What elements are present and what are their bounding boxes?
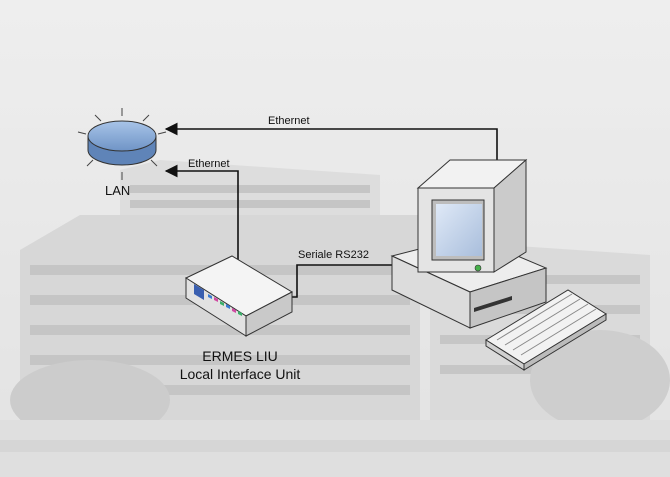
monitor-screen	[436, 204, 482, 256]
liu-subtitle: Local Interface Unit	[180, 366, 301, 382]
lan-rays	[77, 108, 167, 180]
link-label-serial: Seriale RS232	[298, 249, 369, 261]
ermes-liu-device-icon	[184, 255, 294, 337]
lan-node: LAN	[77, 108, 167, 198]
serial-link-liu-computer	[290, 264, 392, 298]
keyboard-keys	[496, 293, 597, 356]
link-label-ethernet-top: Ethernet	[268, 115, 310, 127]
connectors	[164, 122, 498, 298]
ethernet-link-liu-lan	[164, 164, 239, 266]
link-label-ethernet-liu: Ethernet	[188, 158, 230, 170]
liu-status-leds	[208, 294, 242, 316]
liu-title: ERMES LIU	[202, 348, 277, 364]
lan-label: LAN	[105, 183, 130, 198]
ethernet-link-computer-lan	[164, 122, 498, 165]
computer-icon	[390, 158, 607, 371]
